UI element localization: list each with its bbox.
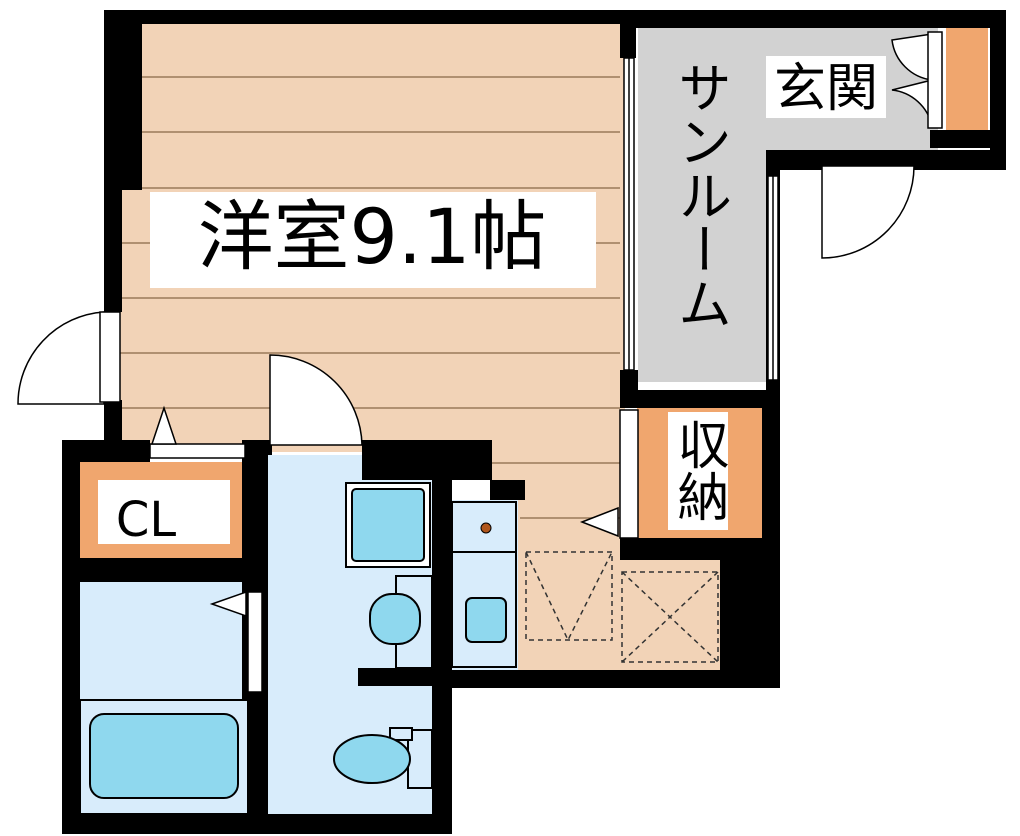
floor-fills xyxy=(78,22,988,815)
laundry-basin xyxy=(465,597,507,643)
bathtub-inner xyxy=(89,713,239,799)
appliance-space xyxy=(621,571,719,663)
basin xyxy=(351,488,425,562)
toilet-bowl xyxy=(333,734,411,784)
windows xyxy=(149,57,779,693)
western-room-label: 洋室9.1帖 xyxy=(198,192,547,281)
door-washroom xyxy=(269,354,363,446)
closet-label-bg xyxy=(98,480,230,544)
kitchen-spaces xyxy=(525,551,719,663)
western-room-label-bg xyxy=(150,192,596,288)
bath-arrow xyxy=(209,590,247,618)
shoe-box xyxy=(946,28,988,130)
walls xyxy=(62,10,1006,834)
arrow-markers xyxy=(150,405,619,618)
kitchen-floor-right xyxy=(620,560,720,670)
doors xyxy=(17,31,943,446)
window-storage xyxy=(619,409,639,539)
drain-icon xyxy=(480,522,492,534)
entrance-label: 玄関 xyxy=(774,59,878,119)
window-bath xyxy=(247,591,263,693)
storage-arrow xyxy=(579,506,619,538)
fridge-space xyxy=(525,551,613,641)
entrance-label-bg xyxy=(766,56,886,118)
window-closet xyxy=(149,443,246,459)
storage-label: 収納 xyxy=(668,418,728,522)
closet-label: CL xyxy=(116,492,177,548)
fixtures xyxy=(79,482,517,815)
labels: 洋室9.1帖 サンルーム 玄関 収納 CL xyxy=(98,56,886,548)
door-west xyxy=(17,311,105,405)
closet-arrow xyxy=(150,405,178,445)
door-entrance xyxy=(821,165,915,259)
sunroom-label: サンルーム xyxy=(669,60,732,330)
storage-label-bg xyxy=(668,412,728,530)
toilet-pipe xyxy=(389,727,413,741)
washbasin xyxy=(369,593,421,645)
